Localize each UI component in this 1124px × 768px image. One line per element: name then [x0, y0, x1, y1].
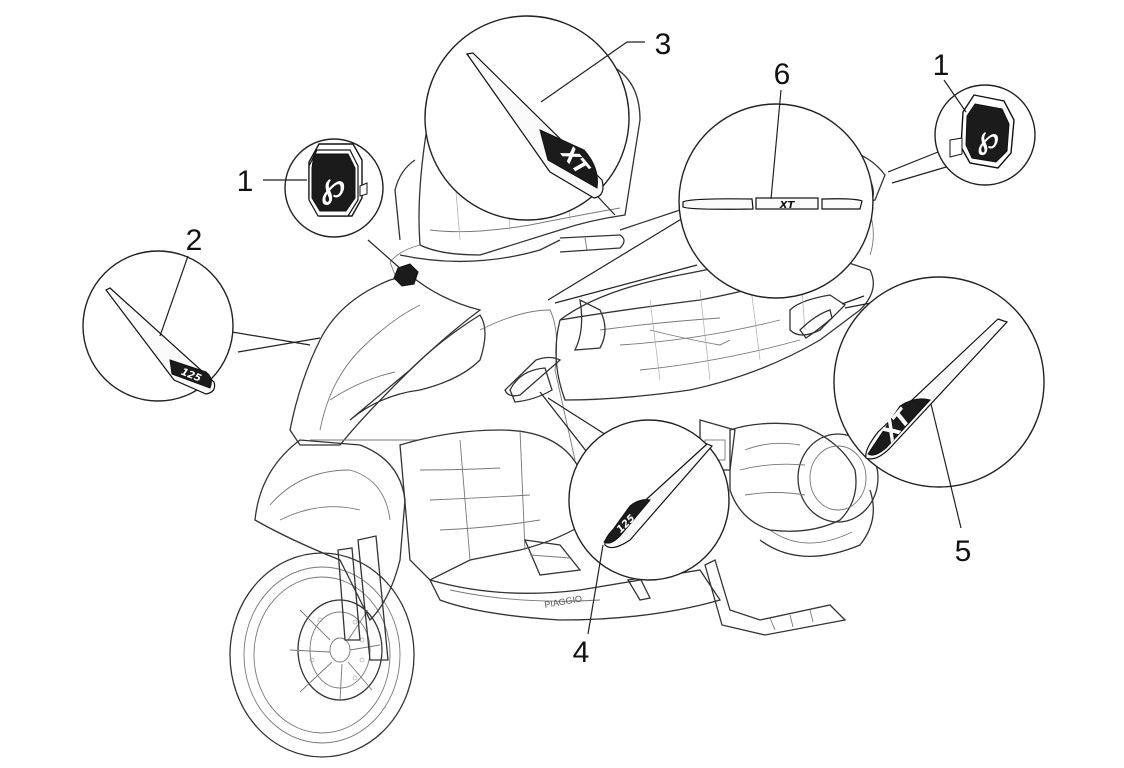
callout-number-5: 5 — [955, 535, 972, 568]
front-wheel — [229, 552, 415, 758]
emblem-glyph-right: ℘ — [977, 118, 999, 156]
callout-bubble-1-left: ℘ — [284, 138, 384, 238]
rear-stripe-decal: XT — [682, 197, 863, 211]
rear-wheel — [759, 489, 874, 558]
callout-number-4: 4 — [573, 636, 590, 669]
callout-bubble-4: 125 — [568, 419, 730, 581]
callout-bubble-2: 125 — [82, 250, 234, 402]
callout-numbers: 1 2 3 6 1 5 4 — [186, 28, 972, 669]
callout-number-1-right: 1 — [933, 49, 950, 82]
piaggio-emblem-icon: ℘ — [308, 143, 368, 217]
callout-number-3: 3 — [655, 28, 672, 61]
piaggio-emblem-icon: ℘ — [949, 94, 1015, 169]
xt-badge-icon-top: XT — [465, 52, 604, 199]
badge-xt-text-stripe: XT — [779, 200, 796, 211]
callout-bubble-6: XT — [678, 103, 874, 299]
callout-number-6: 6 — [774, 58, 791, 91]
number-leaders — [159, 41, 967, 635]
xt-badge-icon-right: XT — [865, 318, 1009, 460]
callout-bubble-3: XT — [424, 15, 630, 221]
scooter-drawing: PIAGGIO — [229, 54, 886, 758]
emblem-glyph-left: ℘ — [320, 165, 345, 206]
side-badge-icon: 125 — [105, 287, 216, 395]
callout-bubble-5: XT — [833, 276, 1045, 488]
callout-number-1-left: 1 — [237, 165, 254, 198]
side-badge-icon: 125 — [603, 443, 714, 549]
callout-number-2: 2 — [186, 224, 203, 257]
callout-bubble-1-right: ℘ — [934, 84, 1036, 186]
floor-wing-text: PIAGGIO — [544, 594, 583, 610]
